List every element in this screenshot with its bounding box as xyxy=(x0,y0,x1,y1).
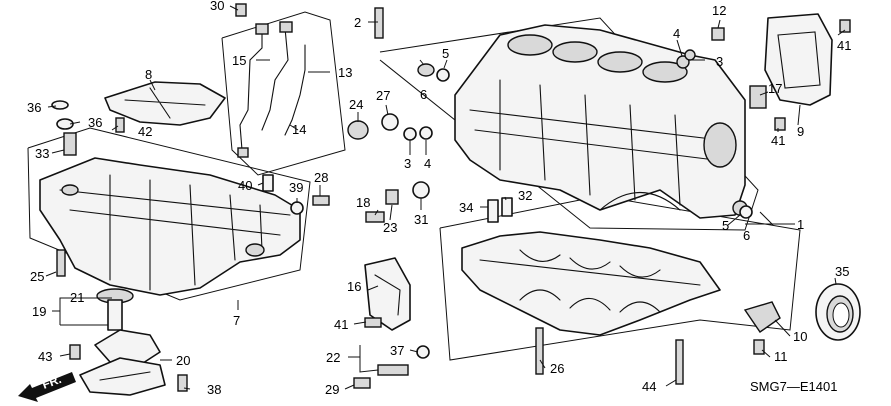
callout-3: 3 xyxy=(404,156,411,171)
leader-lines xyxy=(45,5,846,390)
callout-28: 28 xyxy=(314,170,328,185)
callout-3: 3 xyxy=(716,54,723,69)
callout-10: 10 xyxy=(793,329,807,344)
callout-44: 44 xyxy=(642,379,656,394)
callout-23: 23 xyxy=(383,220,397,235)
direction-label: FR. xyxy=(40,372,63,392)
side-cover xyxy=(364,257,411,331)
callout-35: 35 xyxy=(835,264,849,279)
callout-1: 1 xyxy=(797,217,804,232)
callout-19: 19 xyxy=(32,304,46,319)
callout-7: 7 xyxy=(233,313,240,328)
callout-18: 18 xyxy=(356,195,370,210)
callout-17: 17 xyxy=(768,81,782,96)
diagram-code: SMG7—E1401 xyxy=(750,379,837,394)
callout-4: 4 xyxy=(673,26,680,41)
callout-29: 29 xyxy=(325,382,339,397)
callout-2: 2 xyxy=(354,15,361,30)
callout-38: 38 xyxy=(207,382,221,397)
callout-39: 39 xyxy=(289,180,303,195)
part-callouts: 1 2 3 3 4 4 5 5 6 6 7 8 9 10 11 12 13 14… xyxy=(27,0,851,397)
callout-41: 41 xyxy=(334,317,348,332)
callout-25: 25 xyxy=(30,269,44,284)
oil-strainer xyxy=(79,288,166,396)
callout-5: 5 xyxy=(722,218,729,233)
oil-seal xyxy=(815,283,861,341)
callout-31: 31 xyxy=(414,212,428,227)
callout-36: 36 xyxy=(88,115,102,130)
callout-37: 37 xyxy=(390,343,404,358)
callout-42: 42 xyxy=(138,124,152,139)
callout-8: 8 xyxy=(145,67,152,82)
callout-41: 41 xyxy=(837,38,851,53)
callout-26: 26 xyxy=(550,361,564,376)
callout-36: 36 xyxy=(27,100,41,115)
callout-40: 40 xyxy=(238,178,252,193)
callout-30: 30 xyxy=(210,0,224,13)
callout-41: 41 xyxy=(771,133,785,148)
callout-27: 27 xyxy=(376,88,390,103)
callout-5: 5 xyxy=(442,46,449,61)
callout-33: 33 xyxy=(35,146,49,161)
oil-pan xyxy=(39,157,301,296)
callout-6: 6 xyxy=(420,87,427,102)
callout-34: 34 xyxy=(459,200,473,215)
callout-4: 4 xyxy=(424,156,431,171)
callout-13: 13 xyxy=(338,65,352,80)
front-direction-arrow: FR. xyxy=(18,372,76,402)
callout-9: 9 xyxy=(797,124,804,139)
callout-12: 12 xyxy=(712,3,726,18)
callout-15: 15 xyxy=(232,53,246,68)
callout-24: 24 xyxy=(349,97,363,112)
callout-43: 43 xyxy=(38,349,52,364)
lower-block xyxy=(461,231,721,336)
callout-32: 32 xyxy=(518,188,532,203)
callout-21: 21 xyxy=(70,290,84,305)
callout-6: 6 xyxy=(743,228,750,243)
callout-20: 20 xyxy=(176,353,190,368)
callout-11: 11 xyxy=(774,349,788,364)
cylinder-block xyxy=(454,24,746,219)
hardware xyxy=(51,3,851,392)
harness-brackets xyxy=(237,21,306,158)
callout-14: 14 xyxy=(292,122,306,137)
cover-plate xyxy=(764,13,833,106)
callout-22: 22 xyxy=(326,350,340,365)
callout-16: 16 xyxy=(347,279,361,294)
baffle-plate xyxy=(104,81,226,126)
